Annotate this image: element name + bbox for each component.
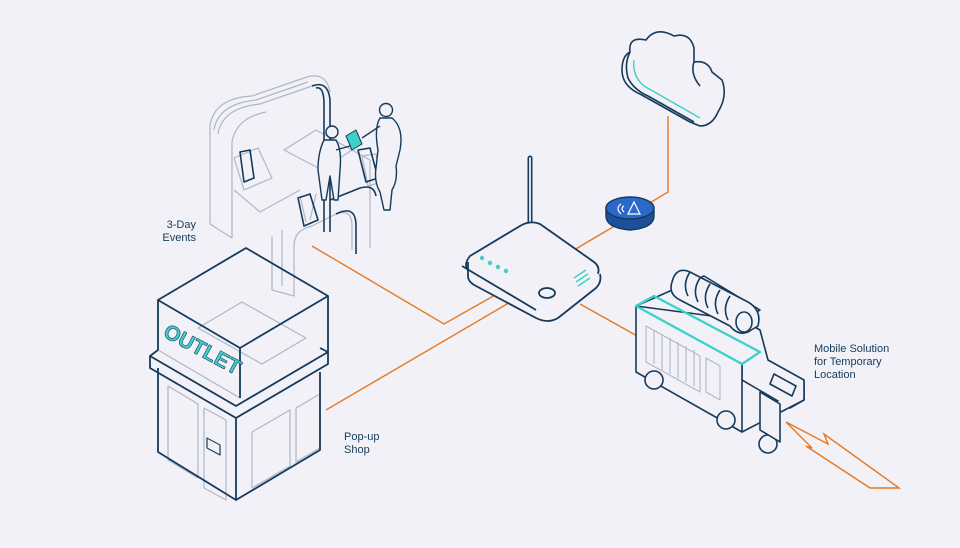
person-head-right (378, 102, 394, 118)
label-line: Events (162, 232, 196, 244)
label-line: Shop (344, 444, 370, 456)
router-icon (461, 155, 602, 322)
person-body-left (317, 139, 342, 201)
label-pop-up-shop: Pop-up Shop (344, 431, 379, 457)
storefront-icon: OUTLET (149, 247, 329, 501)
cloud-icon (621, 31, 726, 127)
person-head-left (325, 125, 339, 139)
connection-lines (311, 116, 902, 489)
card-in-hand (345, 129, 363, 151)
label-line: Pop-up (344, 431, 380, 443)
line-shop-router (325, 300, 513, 411)
line-router-reader (573, 223, 619, 251)
person-body-right (374, 117, 402, 211)
label-line: for Temporary (814, 356, 882, 368)
line-reader-cloud (647, 116, 669, 205)
label-line: 3-Day (166, 219, 196, 231)
contactless-reader-icon (605, 196, 655, 231)
label-mobile-solution: Mobile Solution for Temporary Location (814, 343, 889, 382)
shop-door-sign (206, 437, 221, 456)
truck-accent-stripe (634, 294, 762, 366)
label-line: Location (814, 369, 856, 381)
event-booth-icon (209, 75, 402, 297)
label-3-day-events: 3-Day Events (150, 219, 196, 245)
line-booth-router (311, 245, 505, 325)
label-line: Mobile Solution (814, 343, 890, 355)
direction-arrow (785, 421, 902, 489)
food-truck-icon (634, 269, 805, 454)
